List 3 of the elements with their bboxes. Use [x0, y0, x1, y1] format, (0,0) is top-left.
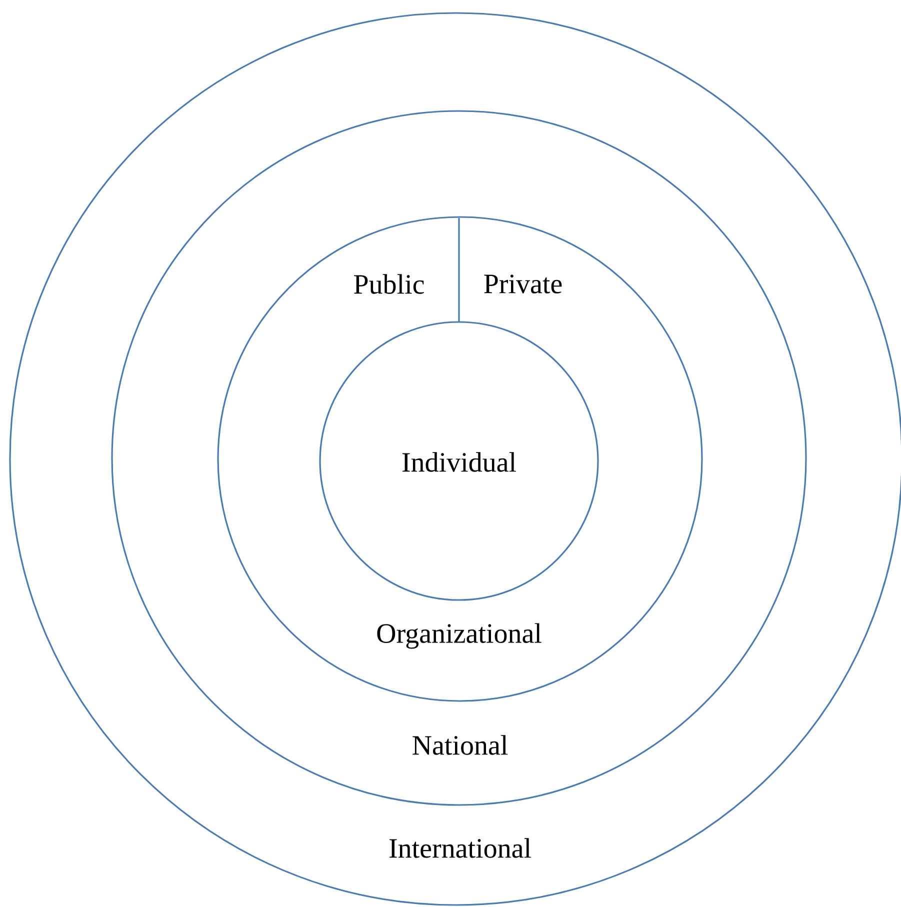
sector-label: Public [354, 274, 424, 294]
sector-label: Private [484, 274, 562, 294]
circle-ring: Individual [319, 321, 599, 601]
